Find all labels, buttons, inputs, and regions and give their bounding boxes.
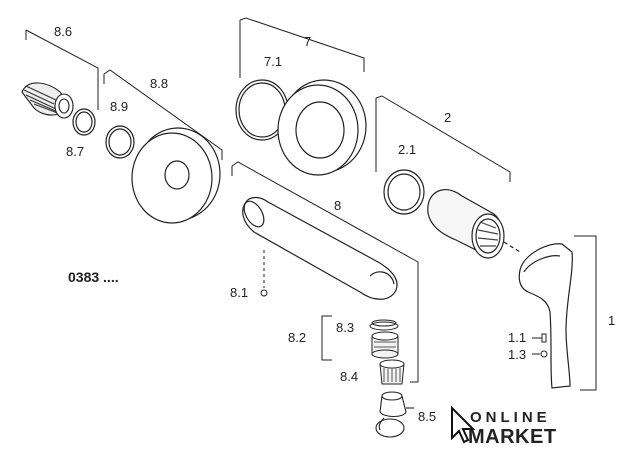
group-8-8 [103,69,223,160]
nozzle-8-5 [375,391,414,438]
label-8-5: 8.5 [418,409,436,424]
label-8-1: 8.1 [230,285,248,300]
screw-1-3 [532,350,548,358]
o-ring-8-9 [105,125,135,159]
spout-8 [242,196,398,300]
rosette-8-8 [131,127,221,224]
label-8: 8 [334,198,341,213]
model-code: 0383 .... [68,269,119,285]
group-7 [239,17,365,78]
group-1 [574,235,597,391]
ring-2-1 [383,169,425,215]
group-8 [231,161,419,383]
logo-backdrop [436,400,450,430]
aerator-insert [371,331,399,359]
label-7-1: 7.1 [264,54,282,69]
cover-plate-7 [277,79,367,176]
threaded-insert-part [21,82,74,119]
label-7: 7 [304,34,311,49]
screw-1-1 [532,333,547,343]
label-1-3: 1.3 [508,347,526,362]
cursor-arrow-icon [451,405,476,444]
lever-handle-1 [518,243,573,389]
label-2-1: 2.1 [398,142,416,157]
online-market-logo: ONLINE MARKET [451,405,557,448]
label-8-3: 8.3 [336,320,354,335]
label-8-2: 8.2 [288,330,306,345]
label-8-9: 8.9 [110,99,128,114]
washer-8-3 [369,319,399,331]
group-2 [375,95,511,182]
aerator-8-4 [379,359,405,385]
group-8-2 [321,315,332,361]
o-ring-8-7 [72,108,96,136]
cartridge-body-2 [427,189,521,259]
screw-8-1 [260,250,268,297]
label-1-1: 1.1 [508,330,526,345]
label-1: 1 [608,313,615,328]
logo-line1: ONLINE [470,409,551,426]
label-8-6: 8.6 [54,24,72,39]
label-8-7: 8.7 [66,144,84,159]
label-2: 2 [444,110,451,125]
logo-line2: MARKET [468,426,557,448]
group-8-6 [25,29,99,110]
label-8-8: 8.8 [150,76,168,91]
label-8-4: 8.4 [340,369,358,384]
